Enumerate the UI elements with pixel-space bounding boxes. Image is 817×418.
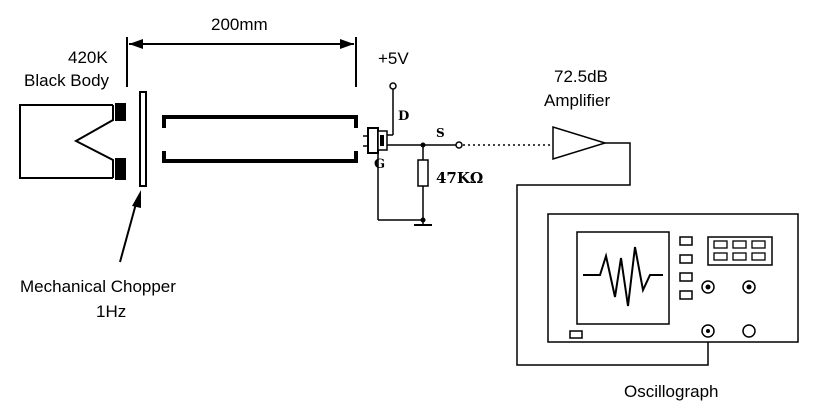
black-body-aperture-bottom: [115, 158, 126, 180]
detector-circuit: [363, 82, 463, 226]
light-guide-tube: [162, 115, 358, 163]
chopper-pointer-arrow: [119, 190, 141, 263]
distance-dimension: [126, 37, 357, 87]
drain-label: D: [398, 109, 409, 124]
scope-side-button-4: [679, 290, 693, 300]
oscillograph: [547, 213, 799, 343]
amplifier-symbol: [552, 125, 608, 161]
chopper-freq-label: 1Hz: [96, 302, 126, 321]
scope-side-button-1: [679, 236, 693, 246]
black-body: [19, 103, 126, 180]
mechanical-chopper: [139, 91, 147, 187]
amplifier-name-label: Amplifier: [544, 91, 610, 110]
source-label: S: [436, 126, 445, 140]
black-body-aperture-top: [115, 103, 126, 121]
oscillograph-waveform: [583, 246, 663, 307]
scope-side-button-2: [679, 254, 693, 264]
resistor-label: 47KΩ: [436, 169, 483, 187]
black-body-name-label: Black Body: [24, 71, 110, 90]
pyroelectric-detector: [367, 127, 379, 154]
black-body-temp-label: 420K: [68, 48, 108, 67]
scope-knob-3: [742, 324, 756, 338]
scope-side-button-3: [679, 272, 693, 282]
distance-label: 200mm: [211, 15, 268, 34]
gate-label: G: [374, 157, 385, 172]
amplifier-gain-label: 72.5dB: [554, 67, 608, 86]
resistor-47k: [417, 159, 429, 187]
scope-power-switch: [569, 330, 583, 339]
oscillograph-name-label: Oscillograph: [624, 382, 719, 401]
amplifier-output-wire: [516, 142, 709, 366]
chopper-name-label: Mechanical Chopper: [20, 277, 176, 296]
supply-voltage-label: +5V: [378, 49, 409, 68]
